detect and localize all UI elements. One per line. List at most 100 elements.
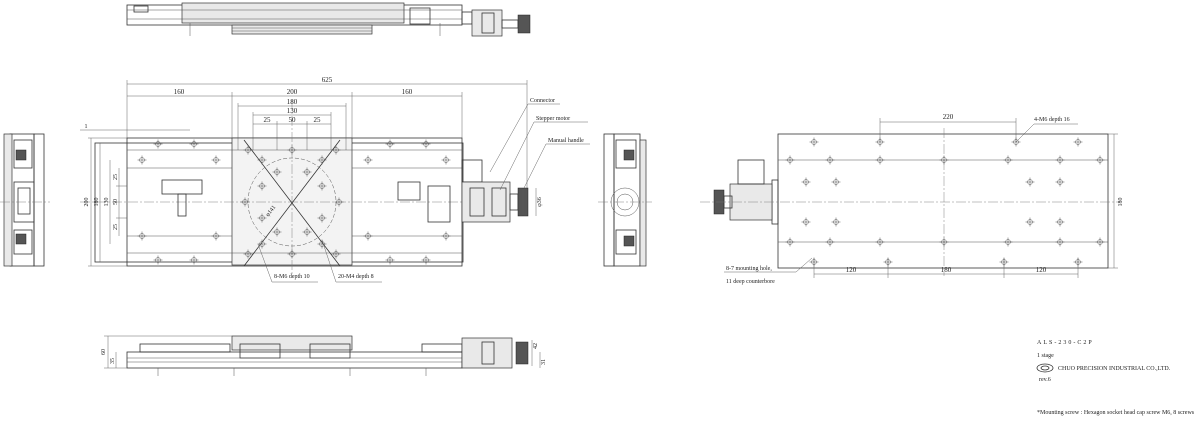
base-hole-cross — [801, 217, 811, 227]
mounting-hole-cross — [302, 167, 312, 177]
base-hole-cross — [831, 217, 841, 227]
base-hole-cross — [1055, 237, 1065, 247]
bottom-side-view: 60 35 42 31 — [101, 335, 547, 376]
mounting-hole-cross — [287, 249, 297, 259]
callout-stepper-motor: Stepper motor — [536, 116, 570, 122]
dim-base-180: 180 — [941, 266, 952, 274]
mounting-hole-cross — [272, 227, 282, 237]
mounting-hole-cross — [257, 213, 267, 223]
footnote: *Mounting screw : Hexagon socket head ca… — [1037, 410, 1195, 416]
callout-8m6: 8-M6 depth 10 — [274, 274, 310, 280]
mounting-hole-cross — [317, 155, 327, 165]
base-view: 220 4-M6 depth 16 120 180 120 180 8-7 mo… — [700, 113, 1124, 285]
company-name: CHUO PRECISION INDUSTRIAL CO.,LTD. — [1058, 366, 1171, 372]
base-hole-cross — [785, 155, 795, 165]
base-hole-cross — [1025, 217, 1035, 227]
dim-v200: 200 — [84, 198, 90, 207]
mounting-hole-cross — [137, 231, 147, 241]
base-hole-cross — [1055, 177, 1065, 187]
dim-side-35: 35 — [110, 358, 116, 364]
mounting-hole-cross — [331, 249, 341, 259]
base-hole-cross — [1003, 237, 1013, 247]
base-hole-cross — [939, 155, 949, 165]
mounting-hole-cross — [385, 139, 395, 149]
mounting-hole-cross — [189, 139, 199, 149]
revision: rev.6 — [1039, 377, 1051, 383]
dim-625: 625 — [322, 76, 333, 84]
dim-v25a: 25 — [113, 174, 119, 180]
base-hole-cross — [1095, 237, 1105, 247]
mounting-hole-cross — [189, 255, 199, 265]
dim-180: 180 — [287, 98, 298, 106]
callout-connector: Connector — [530, 98, 555, 104]
mounting-hole-cross — [421, 139, 431, 149]
base-hole-cross — [875, 237, 885, 247]
title-block: ALS-230-C2P 1 stage CHUO PRECISION INDUS… — [1036, 340, 1195, 416]
dim-25a: 25 — [264, 116, 272, 124]
mounting-hole-cross — [257, 155, 267, 165]
mounting-hole-cross — [441, 155, 451, 165]
mounting-hole-cross — [421, 255, 431, 265]
mounting-hole-cross — [331, 145, 341, 155]
left-end-view — [0, 133, 50, 267]
base-hole-cross — [939, 237, 949, 247]
dim-side-60: 60 — [101, 349, 107, 355]
mounting-hole-cross — [334, 197, 344, 207]
mounting-hole-cross — [363, 155, 373, 165]
dim-v25b: 25 — [113, 224, 119, 230]
dim-v130: 130 — [104, 198, 110, 207]
dim-left-160: 160 — [174, 88, 185, 96]
model-number: ALS-230-C2P — [1037, 340, 1094, 346]
base-hole-cross — [875, 155, 885, 165]
dim-dia36: φ36 — [537, 197, 543, 206]
base-hole-cross — [801, 177, 811, 187]
dim-130: 130 — [287, 107, 298, 115]
callout-4m6: 4-M6 depth 16 — [1034, 117, 1070, 123]
dim-50: 50 — [289, 116, 297, 124]
dim-base-h180: 180 — [1118, 198, 1124, 207]
mounting-hole-cross — [257, 239, 267, 249]
mounting-hole-cross — [137, 155, 147, 165]
mounting-hole-cross — [287, 145, 297, 155]
mounting-hole-cross — [243, 249, 253, 259]
mounting-hole-cross — [153, 255, 163, 265]
stage-label: 1 stage — [1037, 353, 1054, 359]
base-hole-cross — [825, 237, 835, 247]
main-plan-view — [80, 100, 529, 275]
dim-base-120a: 120 — [846, 266, 857, 274]
company-logo — [1036, 363, 1054, 373]
mounting-hole-cross — [211, 155, 221, 165]
dim-base-220: 220 — [943, 113, 954, 121]
base-hole-cross — [825, 155, 835, 165]
base-hole-cross — [831, 177, 841, 187]
dim-1: 1 — [85, 124, 88, 130]
mounting-hole-cross — [240, 197, 250, 207]
mounting-hole-cross — [317, 181, 327, 191]
base-hole-cross — [1025, 177, 1035, 187]
mounting-hole-cross — [272, 167, 282, 177]
mounting-hole-cross — [302, 227, 312, 237]
mounting-hole-cross — [317, 239, 327, 249]
base-hole-cross — [1055, 217, 1065, 227]
base-hole-cross — [1055, 155, 1065, 165]
mounting-hole-cross — [153, 139, 163, 149]
base-hole-cross — [1073, 137, 1083, 147]
mounting-hole-cross — [363, 231, 373, 241]
dim-right-160: 160 — [402, 88, 413, 96]
base-hole-cross — [785, 237, 795, 247]
main-dimensions: 625 160 200 160 180 130 25 50 25 1 200 1… — [80, 76, 543, 267]
dim-25b: 25 — [314, 116, 322, 124]
right-end-view — [598, 133, 652, 267]
main-callouts: Connector Stepper motor Manual handle 8-… — [257, 98, 590, 283]
base-hole-cross — [1003, 155, 1013, 165]
dim-v180: 180 — [94, 198, 100, 207]
callout-manual-handle: Manual handle — [548, 138, 584, 144]
dim-side-42: 42 — [533, 343, 539, 349]
mounting-hole-cross — [317, 213, 327, 223]
callout-20m4: 20-M4 depth 8 — [338, 274, 374, 280]
mounting-hole-cross — [257, 181, 267, 191]
top-side-view — [126, 2, 531, 37]
mounting-hole-cross — [243, 145, 253, 155]
base-hole-cross — [1095, 155, 1105, 165]
